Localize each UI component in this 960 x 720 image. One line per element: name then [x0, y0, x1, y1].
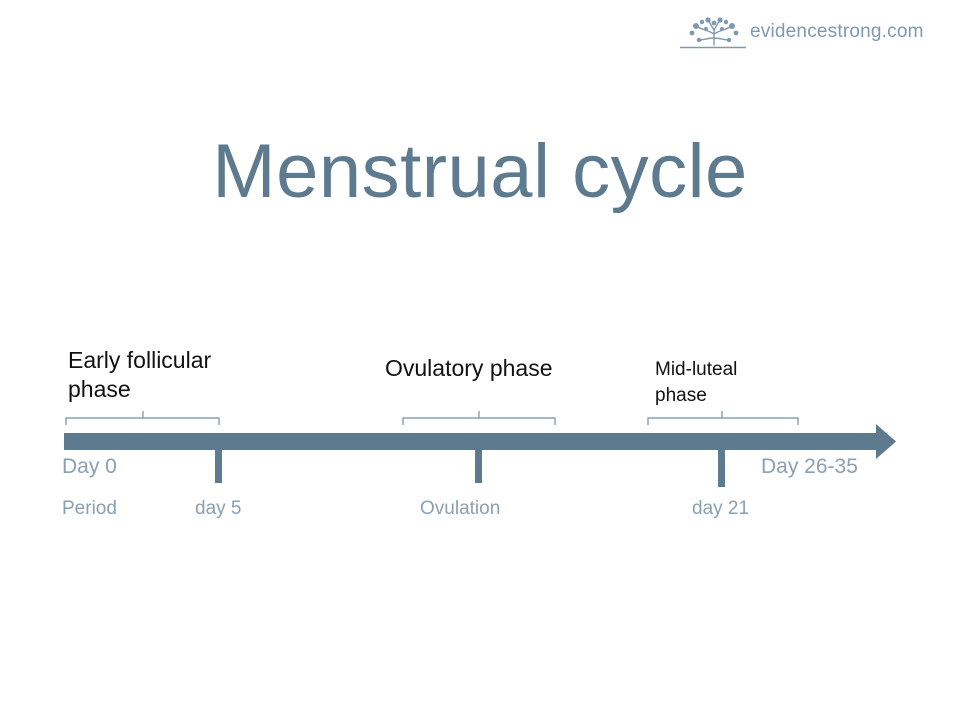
- tick-ovulation: [475, 448, 482, 483]
- marker-ovulation: Ovulation: [420, 498, 501, 519]
- marker-day5: day 5: [195, 498, 242, 519]
- phase-label-ovulatory: Ovulatory phase: [385, 355, 553, 381]
- tree-icon: [680, 17, 746, 49]
- phase-luteal-text: Mid-luteal phase: [655, 359, 738, 406]
- timeline-bar: [64, 433, 878, 450]
- phase-label-mid-luteal: Mid-luteal phase: [655, 357, 737, 408]
- brand-name[interactable]: evidencestrong.com: [750, 21, 924, 42]
- marker-day21: day 21: [692, 498, 750, 519]
- bracket-ovulatory: [402, 411, 556, 425]
- axis-end-label: Day 26-35: [761, 455, 858, 478]
- bracket-luteal: [647, 411, 799, 425]
- marker-period: Period: [62, 498, 117, 519]
- page-title: Menstrual cycle: [212, 129, 748, 214]
- arrow-head: [876, 424, 896, 459]
- tick-day21: [718, 448, 725, 487]
- axis-start-label: Day 0: [62, 455, 117, 478]
- phase-early-text: Early follicular phase: [68, 347, 212, 402]
- timeline-arrow: [64, 424, 896, 459]
- bracket-early: [65, 411, 220, 425]
- tick-day5: [215, 448, 222, 483]
- phase-label-early-follicular: Early follicular phase: [68, 346, 211, 404]
- brand: evidencestrong.com: [680, 16, 942, 50]
